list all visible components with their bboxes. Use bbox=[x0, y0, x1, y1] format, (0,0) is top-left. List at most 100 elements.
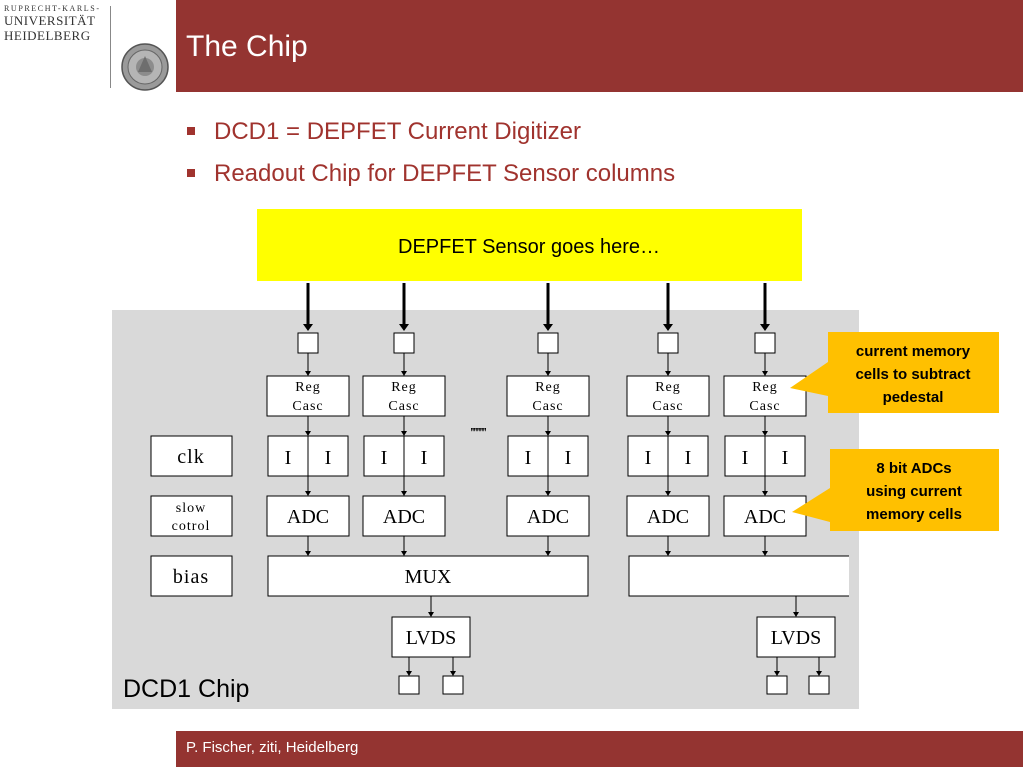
current-cell-label: I bbox=[782, 447, 789, 469]
university-seal-icon bbox=[121, 43, 169, 91]
callout-adc-pointer bbox=[792, 488, 830, 522]
footer-spacer bbox=[0, 731, 176, 767]
mux-label: MUX bbox=[405, 566, 452, 588]
bullet-list: DCD1 = DEPFET Current Digitizer Readout … bbox=[186, 115, 675, 199]
arrow-head bbox=[406, 671, 412, 676]
current-cell-label: I bbox=[565, 447, 572, 469]
clk-block bbox=[150, 435, 233, 477]
arrow-head bbox=[305, 371, 311, 376]
logo-line-3: HEIDELBERG bbox=[4, 28, 91, 43]
lvds-label-right: LVDS bbox=[771, 627, 821, 649]
input-pad bbox=[657, 332, 679, 354]
output-pad bbox=[766, 675, 788, 695]
slow-control-label-2: cotrol bbox=[172, 519, 211, 534]
slide-title: The Chip bbox=[186, 30, 308, 63]
reg-casc-label-2: Casc bbox=[388, 399, 419, 414]
chip-label: DCD1 Chip bbox=[123, 675, 249, 703]
slide-footer: P. Fischer, ziti, Heidelberg bbox=[176, 731, 1023, 767]
arrow-head bbox=[665, 491, 671, 496]
input-pad bbox=[297, 332, 319, 354]
callout-memory-line-2: cells to subtract bbox=[855, 366, 970, 383]
reg-casc-block bbox=[362, 375, 446, 417]
arrow-head bbox=[401, 431, 407, 436]
arrow-head bbox=[401, 551, 407, 556]
callout-memory-line-3: pedestal bbox=[883, 389, 944, 406]
reg-casc-label-2: Casc bbox=[749, 399, 780, 414]
current-cell-label: I bbox=[685, 447, 692, 469]
arrow-head bbox=[762, 371, 768, 376]
lvds-label-left: LVDS bbox=[406, 627, 456, 649]
callout-memory-box bbox=[828, 332, 999, 413]
arrow-head bbox=[545, 431, 551, 436]
arrow-head bbox=[305, 431, 311, 436]
input-pad bbox=[754, 332, 776, 354]
bullet-text: Readout Chip for DEPFET Sensor columns bbox=[214, 160, 676, 187]
adc-label: ADC bbox=[383, 506, 425, 528]
bullet-item: Readout Chip for DEPFET Sensor columns bbox=[186, 157, 675, 199]
reg-casc-label-1: Reg bbox=[295, 380, 321, 395]
slow-control-block bbox=[150, 495, 233, 537]
arrow-head bbox=[793, 612, 799, 617]
reg-casc-label-2: Casc bbox=[652, 399, 683, 414]
lvds-block-right bbox=[756, 616, 836, 658]
reg-casc-label-1: Reg bbox=[752, 380, 778, 395]
arrow-head bbox=[545, 491, 551, 496]
column-ellipsis: '''''''''' bbox=[470, 426, 486, 441]
sensor-label: DEPFET Sensor goes here… bbox=[398, 236, 660, 258]
adc-label: ADC bbox=[744, 506, 786, 528]
adc-block bbox=[362, 495, 446, 537]
adc-label: ADC bbox=[287, 506, 329, 528]
output-pad bbox=[442, 675, 464, 695]
arrow-head bbox=[762, 431, 768, 436]
arrow-head bbox=[428, 612, 434, 617]
output-pads bbox=[398, 657, 830, 695]
mux-block bbox=[267, 555, 589, 597]
current-cell-label: I bbox=[525, 447, 532, 469]
input-pad bbox=[393, 332, 415, 354]
arrow-head bbox=[762, 491, 768, 496]
input-pad bbox=[537, 332, 559, 354]
arrow-head bbox=[543, 324, 553, 331]
output-pad bbox=[398, 675, 420, 695]
arrow-head bbox=[665, 551, 671, 556]
adc-label: ADC bbox=[647, 506, 689, 528]
callout-adc-box bbox=[830, 449, 999, 531]
sensor-box bbox=[257, 209, 802, 281]
reg-casc-label-2: Casc bbox=[292, 399, 323, 414]
bullet-item: DCD1 = DEPFET Current Digitizer bbox=[186, 115, 675, 157]
arrow-head bbox=[401, 491, 407, 496]
logo-divider bbox=[110, 6, 111, 88]
reg-casc-block bbox=[723, 375, 807, 417]
arrow-head bbox=[305, 551, 311, 556]
callout-adc-line-2: using current bbox=[866, 483, 962, 500]
logo-line-1: RUPRECHT-KARLS- bbox=[4, 4, 101, 13]
mux-lvds-links bbox=[428, 596, 799, 617]
adc-block bbox=[723, 495, 807, 537]
slide-header: The Chip bbox=[176, 0, 1023, 92]
bias-block bbox=[150, 555, 233, 597]
current-cell-label: I bbox=[381, 447, 388, 469]
arrow-head bbox=[665, 371, 671, 376]
logo-line-2: UNIVERSITÄT bbox=[4, 13, 96, 28]
arrow-head bbox=[399, 324, 409, 331]
university-logo: RUPRECHT-KARLS- UNIVERSITÄT HEIDELBERG bbox=[0, 0, 176, 92]
current-cell-label: I bbox=[285, 447, 292, 469]
adc-block bbox=[266, 495, 350, 537]
arrow-head bbox=[545, 551, 551, 556]
current-cell-label: I bbox=[421, 447, 428, 469]
current-cell-label: I bbox=[325, 447, 332, 469]
arrow-head bbox=[774, 671, 780, 676]
arrow-head bbox=[303, 324, 313, 331]
reg-casc-label-1: Reg bbox=[391, 380, 417, 395]
current-cell-label: I bbox=[742, 447, 749, 469]
footer-text: P. Fischer, ziti, Heidelberg bbox=[186, 739, 359, 756]
clk-label: clk bbox=[177, 446, 204, 468]
arrow-head bbox=[401, 371, 407, 376]
callout-adc-line-3: memory cells bbox=[866, 506, 962, 523]
adc-label: ADC bbox=[527, 506, 569, 528]
arrow-head bbox=[663, 324, 673, 331]
callout-memory-line-1: current memory bbox=[856, 343, 971, 360]
lvds-block-left bbox=[391, 616, 471, 658]
reg-casc-label-2: Casc bbox=[532, 399, 563, 414]
